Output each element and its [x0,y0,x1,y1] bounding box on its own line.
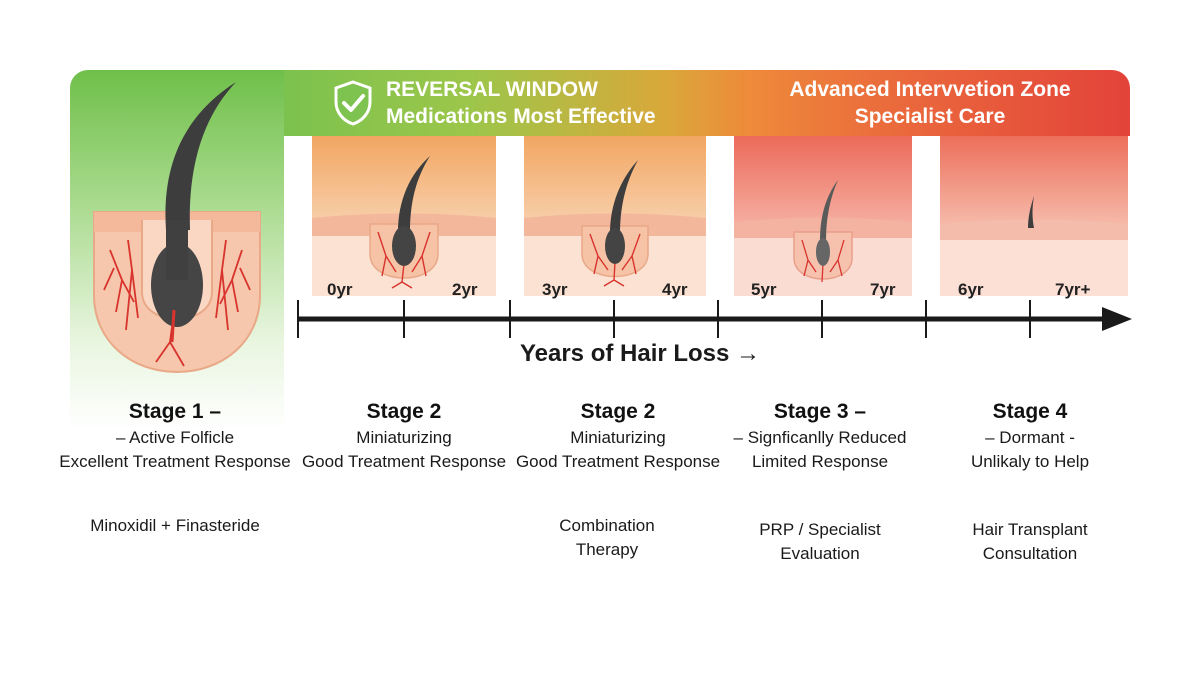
stage-4-column: Stage 4 – Dormant - Unlikaly to Help [930,400,1130,472]
reversal-window-subtitle: Medications Most Effective [386,105,656,128]
timeline-axis [290,298,1135,345]
stage-title: Stage 2 [580,400,656,423]
shield-check-icon [332,80,374,131]
treatment-line: Hair Transplant [972,520,1088,539]
tick-label: 7yr [870,280,896,299]
advanced-zone-title: Advanced Intervvetion Zone [789,78,1071,101]
treatment-line: PRP / Specialist [759,520,881,539]
tick-label: 6yr [958,280,984,299]
stage-status: – Dormant - [985,428,1075,447]
follicle-illustration-active [92,80,262,380]
stage-title: Stage 3 – [773,400,867,423]
stage-4-panel [940,136,1128,296]
stage-status: – Signficanlly Reduced [733,428,907,447]
stage-3-panel [734,136,912,296]
treatment-line: Therapy [575,540,639,559]
treatment-line: Evaluation [780,544,860,563]
stage-response: Good Treatment Response [301,452,507,471]
stage-status: Miniaturizing [570,428,666,447]
stage-2-panel-late [524,136,706,296]
stage-1-column: Stage 1 – – Active Folficle Excellent Tr… [40,400,310,472]
timeline-axis-label: Years of Hair Loss → [519,340,761,367]
stage-1-treatment: Minoxidil + Finasteride [90,516,260,535]
stage-title: Stage 2 [366,400,442,423]
tick-label: 4yr [662,280,688,299]
stage-status: Miniaturizing [356,428,452,447]
tick-label: 2yr [452,280,478,299]
stage-response: Good Treatment Response [515,452,721,471]
stage-2-column-b: Stage 2 Miniaturizing Good Treatment Res… [512,400,724,472]
stage-response: Unlikaly to Help [970,452,1090,471]
tick-label: 3yr [542,280,568,299]
advanced-zone-subtitle: Specialist Care [854,105,1006,128]
treatment-line: Consultation [982,544,1078,563]
stage-4-treatment: Hair Transplant Consultation [930,518,1130,566]
tick-label: 7yr+ [1055,280,1091,299]
treatment-line: Combination [559,516,655,535]
zone-banner [284,70,1130,136]
stage-3-treatment: PRP / Specialist Evaluation [712,518,928,566]
stage-2-column-a: Stage 2 Miniaturizing Good Treatment Res… [298,400,510,472]
stage-2-panel-early [312,136,496,296]
stage-title: Stage 1 – [128,400,222,423]
stage-2-treatment: Combination Therapy [512,514,702,562]
stage-3-column: Stage 3 – – Signficanlly Reduced Limited… [712,400,928,472]
reversal-window-title: REVERSAL WINDOW [386,78,598,101]
stage-title: Stage 4 [992,400,1068,423]
stage-response: Limited Response [751,452,889,471]
tick-label: 0yr [327,280,353,299]
stage-response: Excellent Treatment Response [59,452,291,471]
stage-status: – Active Folficle [115,428,235,447]
tick-label: 5yr [751,280,777,299]
